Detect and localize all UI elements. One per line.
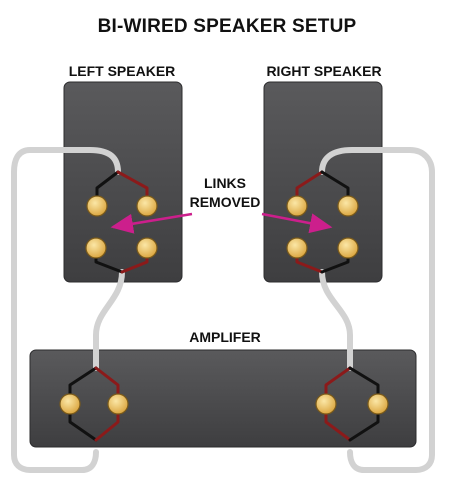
right-speaker-label: RIGHT SPEAKER	[266, 63, 381, 79]
right-speaker-terminal-top-right	[337, 195, 359, 217]
links-removed-line-2: REMOVED	[190, 194, 261, 210]
amplifier-label: AMPLIFER	[189, 329, 261, 345]
left-lower-cable	[93, 269, 125, 371]
right-lower-cable	[319, 269, 353, 371]
left-speaker-terminal-bottom-right	[136, 237, 158, 259]
right-speaker-terminal-top-left	[286, 195, 308, 217]
left-speaker-terminal-top-left	[86, 195, 108, 217]
left-upper-cable	[11, 147, 121, 473]
amp-terminal-left-negative	[59, 393, 81, 415]
amp-terminal-right-negative	[367, 393, 389, 415]
amp-terminal-right-positive	[315, 393, 337, 415]
links-removed-line-1: LINKS	[204, 175, 246, 191]
amplifier-panel	[29, 349, 417, 448]
speaker-cables	[11, 147, 435, 473]
links-removed-arrows	[110, 212, 333, 234]
terminals	[59, 195, 389, 415]
diagram-title: BI-WIRED SPEAKER SETUP	[98, 16, 357, 37]
left-speaker-terminal-bottom-left	[85, 237, 107, 259]
left-speaker-panel	[63, 81, 183, 283]
right-speaker-panel	[263, 81, 383, 283]
amp-terminal-left-positive	[107, 393, 129, 415]
right-upper-cable	[319, 147, 435, 473]
left-speaker-terminal-top-right	[136, 195, 158, 217]
right-link-arrow	[261, 212, 333, 234]
left-link-arrow	[110, 212, 193, 234]
right-speaker-terminal-bottom-right	[337, 237, 359, 259]
right-speaker-terminal-bottom-left	[286, 237, 308, 259]
left-speaker-label: LEFT SPEAKER	[69, 63, 176, 79]
